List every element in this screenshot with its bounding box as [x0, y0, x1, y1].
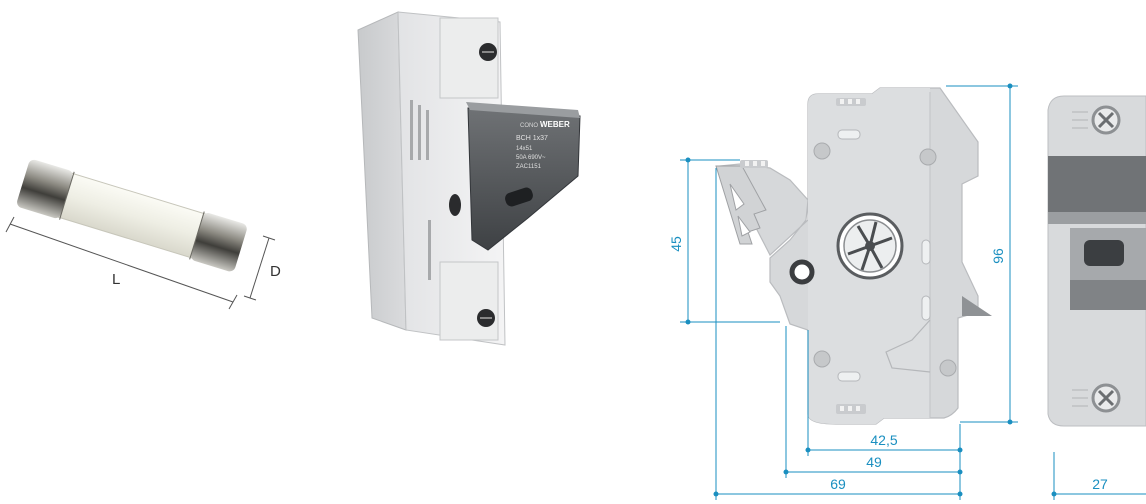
dimension-69	[713, 168, 963, 500]
fuse-diameter-dimension: D	[243, 235, 281, 301]
side-view-indicator	[789, 259, 815, 285]
dimension-42-5	[805, 330, 963, 456]
holder-brand: WEBER	[540, 120, 570, 129]
dimension-69-label: 69	[830, 476, 846, 492]
holder-side-view	[715, 87, 992, 425]
dimension-lines	[680, 83, 1146, 500]
holder-cover	[467, 107, 581, 251]
side-view-rotor	[836, 212, 904, 280]
holder-line2: 50A 690V~	[516, 155, 546, 161]
dimension-49	[783, 326, 963, 478]
fuse-diameter-label: D	[270, 263, 281, 280]
dimension-96	[946, 83, 1018, 425]
dimension-27	[1051, 452, 1146, 500]
fuse-cartridge: L D	[5, 159, 281, 310]
fuse-length-label: L	[112, 271, 120, 288]
dimension-27-label: 27	[1092, 476, 1108, 492]
holder-line3: ZAC1151	[516, 164, 542, 170]
front-view-bottom-screw-icon	[1091, 383, 1121, 413]
dimension-49-label: 49	[866, 454, 882, 470]
dimension-45-label: 45	[668, 236, 684, 252]
holder-side-hole	[449, 194, 461, 216]
holder-brand-prefix: CONO	[520, 123, 538, 129]
fuse-cap-right	[191, 213, 247, 272]
dimension-96-label: 96	[990, 248, 1006, 264]
dimension-42-5-label: 42,5	[870, 432, 897, 448]
fuse-length-dimension: L	[5, 216, 238, 310]
holder-line1: 14x51	[516, 146, 533, 152]
fuse-cap-left	[17, 159, 73, 219]
dimension-labels: 45 96 42,5 49 69 27	[668, 236, 1108, 492]
fuse-holder-photo: CONO WEBER BCH 1x37 14x51 50A 690V~ ZAC1…	[357, 11, 581, 346]
holder-model: BCH 1x37	[516, 135, 548, 142]
dimension-45	[680, 157, 780, 325]
holder-front-view-partial	[1047, 95, 1146, 427]
front-view-top-screw-icon	[1091, 105, 1121, 135]
